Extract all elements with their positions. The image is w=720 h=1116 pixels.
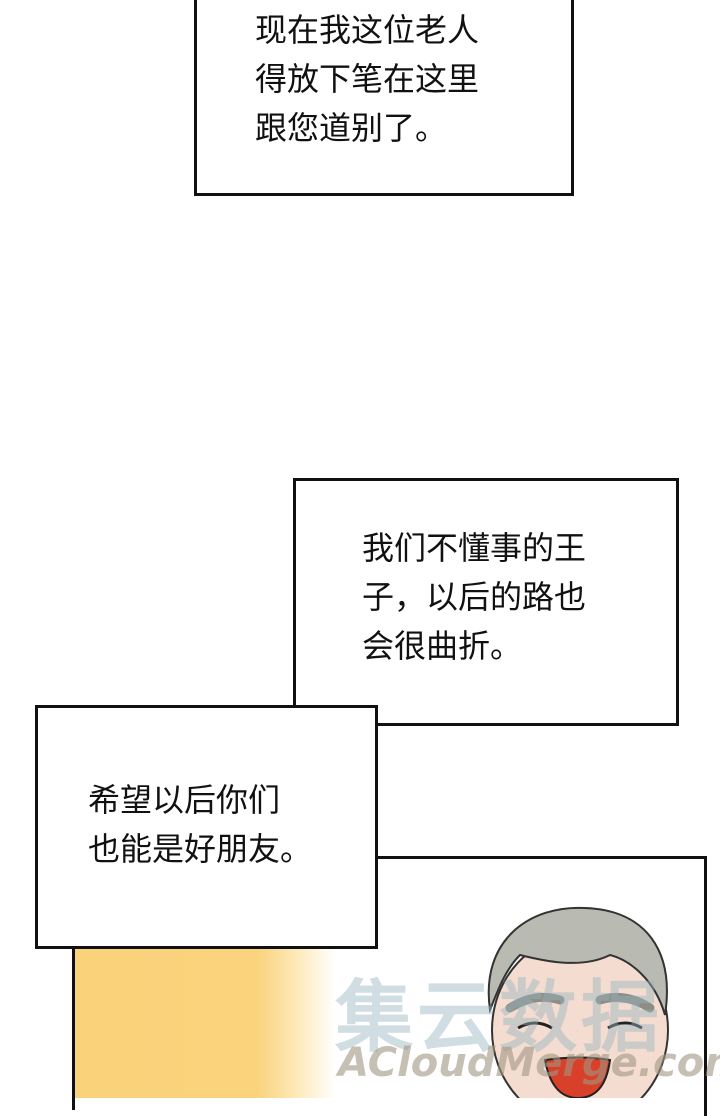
speech-text-middle: 我们不懂事的王 子，以后的路也 会很曲折。 xyxy=(362,524,586,671)
panel-border xyxy=(704,856,707,1116)
text-line: 会很曲折。 xyxy=(362,627,523,665)
hair xyxy=(487,906,668,1016)
yellow-glow-background xyxy=(75,948,335,1098)
top-narration-text: 现在我这位老人 得放下笔在这里 跟您道别了。 xyxy=(255,6,479,153)
watermark-en: ACloudMerge.com xyxy=(338,1040,720,1086)
text-line: 也能是好朋友。 xyxy=(88,830,313,868)
eyebrow xyxy=(595,992,655,1013)
speech-box-middle xyxy=(293,478,679,726)
top-narration-box xyxy=(194,0,574,196)
smiling-old-man-illustration xyxy=(487,906,669,1098)
text-line: 子，以后的路也 xyxy=(362,578,587,616)
text-line: 得放下笔在这里 xyxy=(255,60,480,98)
closed-eye xyxy=(607,1021,643,1030)
closed-eye xyxy=(517,1021,553,1030)
panel-border xyxy=(377,856,707,859)
speech-text-left: 希望以后你们 也能是好朋友。 xyxy=(88,776,312,874)
open-mouth xyxy=(543,1056,612,1098)
eyebrow xyxy=(505,992,565,1013)
watermark-cn: 集云数据 xyxy=(335,973,664,1063)
speech-box-left xyxy=(35,705,378,949)
text-line: 现在我这位老人 xyxy=(255,11,480,49)
text-line: 跟您道别了。 xyxy=(255,109,448,147)
text-line: 我们不懂事的王 xyxy=(362,529,587,567)
panel-border xyxy=(72,940,75,1110)
text-line: 希望以后你们 xyxy=(88,781,281,819)
